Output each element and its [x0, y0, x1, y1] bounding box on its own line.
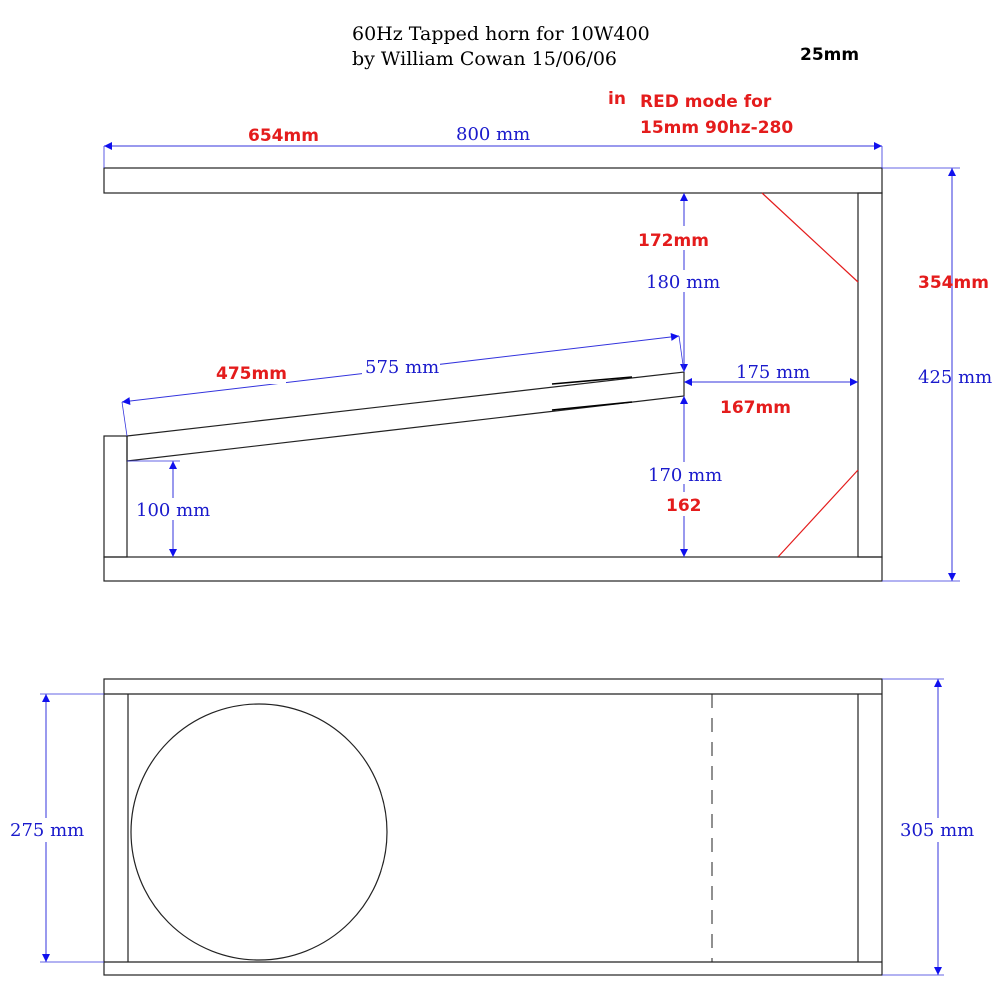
drawing-author: by William Cowan 15/06/06 [352, 48, 617, 70]
upper-gap-red: 172mm [638, 231, 709, 251]
mouth-height-label: 100 mm [136, 500, 210, 521]
drawing-title: 60Hz Tapped horn for 10W400 [352, 23, 650, 45]
front-post [103, 435, 128, 558]
back-panel [857, 192, 883, 558]
red-note-in: in [608, 89, 626, 109]
sloped-baffle [126, 371, 685, 462]
baffle-length-red: 475mm [216, 364, 287, 384]
top-view: 275 mm 305 mm [8, 678, 980, 976]
top-view-outline [103, 678, 883, 976]
red-lower-corner [777, 469, 859, 558]
overall-height-label: 425 mm [918, 367, 992, 388]
red-note-line1: RED mode for [640, 92, 772, 112]
side-view: 654mm 800 mm 354mm 425 mm 172mm 180 mm 4… [103, 124, 992, 582]
driver-cutout [130, 703, 388, 961]
baffle-length-label: 575 mm [365, 357, 439, 378]
upper-gap-label: 180 mm [646, 272, 720, 293]
outer-width-label: 305 mm [900, 820, 974, 841]
overall-length-label: 800 mm [456, 124, 530, 145]
throat-width-label: 175 mm [736, 362, 810, 383]
red-upper-corner [761, 192, 859, 283]
top-panel [103, 167, 883, 194]
throat-width-red: 167mm [720, 398, 791, 418]
bottom-panel [103, 556, 883, 582]
red-note-line2: 15mm 90hz-280 [640, 118, 793, 138]
lower-gap-red: 162 [666, 496, 702, 516]
inner-width-label: 275 mm [10, 820, 84, 841]
overall-height-red: 354mm [918, 273, 989, 293]
overall-length-red: 654mm [248, 126, 319, 146]
panel-thickness-label: 25mm [800, 45, 859, 65]
lower-gap-label: 170 mm [648, 465, 722, 486]
